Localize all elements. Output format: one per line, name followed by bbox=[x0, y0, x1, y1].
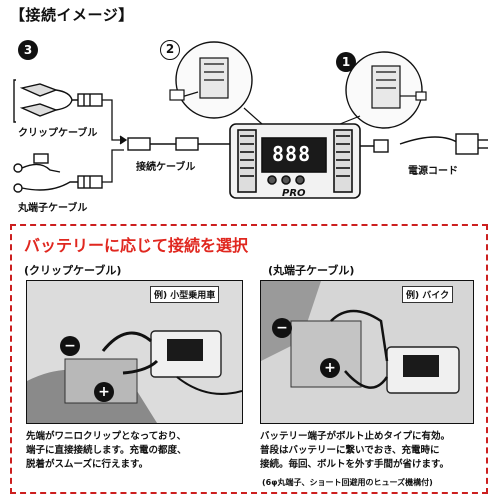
connection-cable-illustration bbox=[127, 137, 230, 151]
charger-brand: PRO bbox=[282, 188, 306, 199]
clip-cable-label: クリップケーブル bbox=[18, 128, 98, 139]
left-description-line: 先端がワニロクリップとなっており、 bbox=[26, 431, 187, 442]
connection-cable-label: 接続ケーブル bbox=[136, 162, 196, 173]
power-cord-label: 電源コード bbox=[408, 166, 458, 177]
car-battery-illustration bbox=[27, 281, 242, 423]
left-plus-badge: + bbox=[94, 382, 114, 402]
right-example-tag: 例) バイク bbox=[402, 286, 454, 303]
left-description-line: 端子に直接接続します。充電の都度、 bbox=[26, 445, 187, 456]
right-subtitle: (丸端子ケーブル) bbox=[268, 264, 355, 277]
charger-display: 888 bbox=[272, 142, 312, 166]
step-2-badge: 2 bbox=[160, 40, 180, 60]
ring-cable-illustration bbox=[13, 153, 103, 193]
connection-diagram bbox=[13, 41, 488, 199]
left-minus-badge: − bbox=[60, 336, 80, 356]
right-description: バッテリー端子がボルト止めタイプに有効。 普段はバッテリーに繋いでおき、充電時に… bbox=[260, 430, 450, 472]
right-description-line: 普段はバッテリーに繋いでおき、充電時に bbox=[260, 445, 440, 456]
page-title: 【接続イメージ】 bbox=[10, 6, 134, 24]
charger-illustration bbox=[229, 123, 361, 199]
selection-panel bbox=[10, 224, 488, 494]
clip-cable-photo bbox=[26, 280, 243, 424]
right-plus-badge: + bbox=[320, 358, 340, 378]
step-1-badge: 1 bbox=[336, 52, 356, 72]
power-cord-illustration bbox=[360, 133, 488, 155]
left-subtitle: (クリップケーブル) bbox=[24, 264, 122, 277]
step-3-badge: 3 bbox=[18, 40, 38, 60]
left-example-tag: 例) 小型乗用車 bbox=[150, 286, 220, 303]
left-description: 先端がワニロクリップとなっており、 端子に直接接続します。充電の都度、 脱着がス… bbox=[26, 430, 187, 472]
bike-battery-illustration bbox=[261, 281, 473, 423]
selection-heading: バッテリーに応じて接続を選択 bbox=[24, 236, 249, 255]
right-description-line: バッテリー端子がボルト止めタイプに有効。 bbox=[260, 431, 451, 442]
right-description-line: 接続。毎回、ボルトを外す手間が省けます。 bbox=[260, 459, 450, 470]
clip-cable-illustration bbox=[13, 79, 103, 123]
ring-cable-label: 丸端子ケーブル bbox=[18, 203, 88, 214]
ring-cable-photo bbox=[260, 280, 474, 424]
right-note: (6φ丸端子、ショート回避用のヒューズ機構付) bbox=[262, 478, 433, 487]
left-description-line: 脱着がスムーズに行えます。 bbox=[26, 459, 149, 470]
right-minus-badge: − bbox=[272, 318, 292, 338]
